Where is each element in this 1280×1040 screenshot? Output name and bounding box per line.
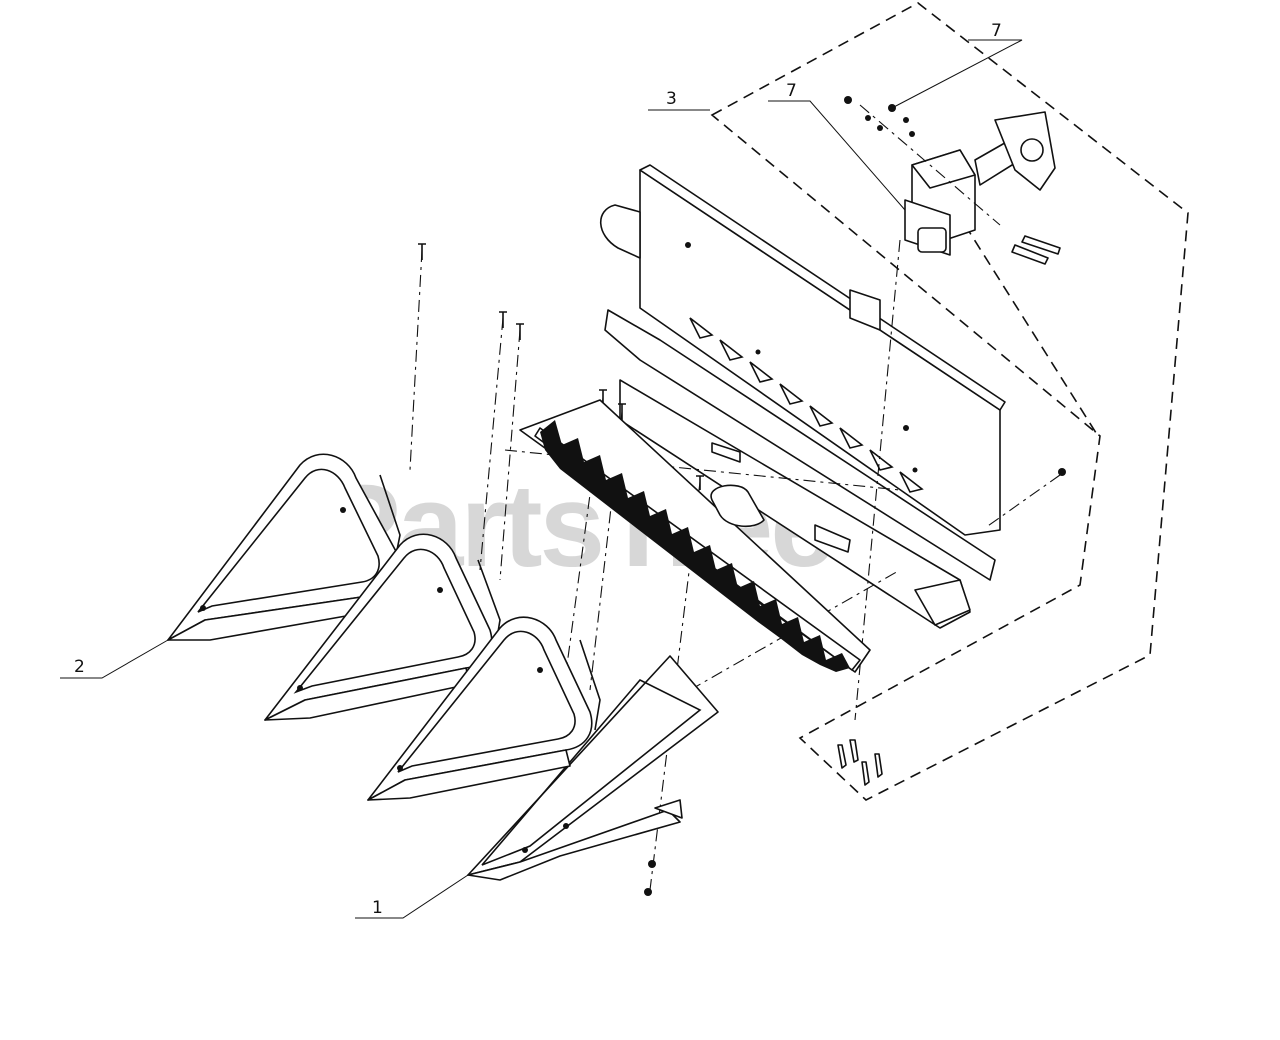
assembly-3-dashed-outline [710,2,1189,801]
callout-1: 1 [372,898,383,918]
hardware-line-a [409,249,423,471]
hardware-line-d [564,397,604,681]
callout-7b: 7 [786,81,797,101]
alignment-line-2 [689,569,901,691]
auger-blades [689,317,924,493]
hardware-line-g [854,239,901,721]
callout-7a: 7 [991,21,1002,41]
crop-divider-1 [467,655,719,881]
hardware-line-h [984,474,1061,529]
hardware-line-b [479,317,504,571]
crop-divider-4 [367,616,601,801]
crop-divider-2 [167,453,401,641]
gearbox-dashed-outline [964,224,1099,437]
callout-3: 3 [666,89,677,109]
crop-divider-3 [264,533,501,721]
hardware-line-e [589,411,623,691]
gearbox-assembly [844,96,1061,265]
gearbox-hardware-line [859,104,1001,226]
auger-housing-panel [599,164,1006,629]
gearbox-nuts [844,96,915,137]
cutter-bar [519,399,971,673]
callout-leaders [60,39,1023,919]
callout-2: 2 [74,657,85,677]
bolts [418,243,1066,896]
alignment-line-1 [504,449,901,491]
knife-sections [540,420,850,672]
hardware-line-c [499,329,521,581]
